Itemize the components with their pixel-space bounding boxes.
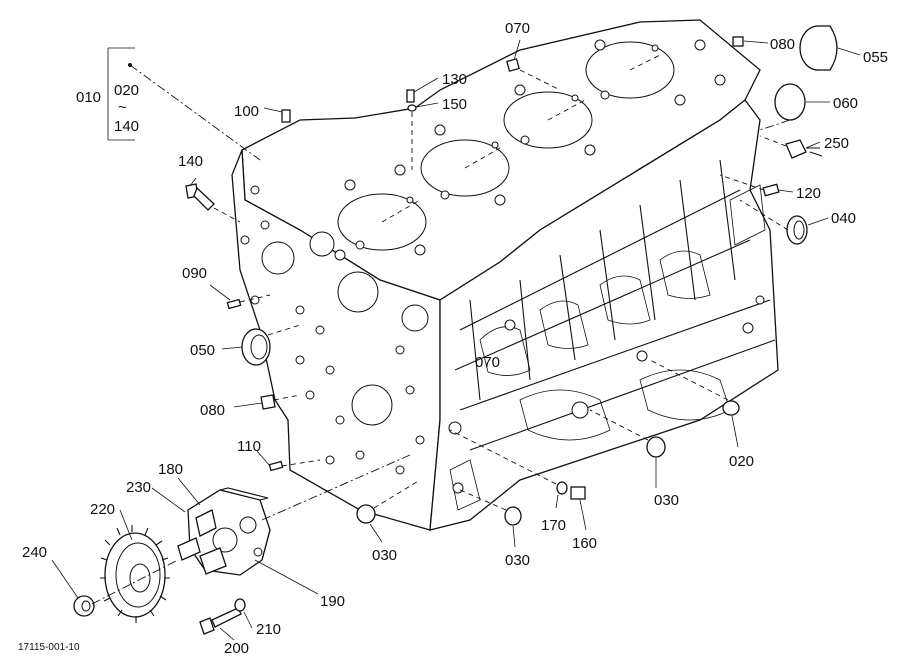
seal-040 (786, 215, 808, 245)
label-200: 200 (224, 640, 249, 657)
label-130: 130 (442, 71, 467, 88)
cap-055 (799, 25, 838, 71)
label-030-mid: 030 (505, 552, 530, 569)
leader-lines (51, 39, 861, 641)
label-150: 150 (442, 96, 467, 113)
label-040: 040 (831, 210, 856, 227)
label-190: 190 (320, 593, 345, 610)
label-055: 055 (863, 49, 888, 66)
plug-070-top (506, 58, 520, 72)
label-220: 220 (90, 501, 115, 518)
bolt-160 (570, 486, 586, 500)
label-240: 240 (22, 544, 47, 561)
washer-210 (234, 598, 246, 612)
gear-220 (100, 525, 170, 623)
label-140: 140 (178, 153, 203, 170)
plug-080-top (732, 36, 744, 47)
label-070-top: 070 (505, 20, 530, 37)
label-020-group: 020 (114, 82, 139, 99)
label-080-top: 080 (770, 36, 795, 53)
plug-030-left (356, 504, 376, 524)
washer-170 (556, 481, 568, 495)
label-210: 210 (256, 621, 281, 638)
shaft-230 (177, 537, 201, 561)
label-020-right: 020 (729, 453, 754, 470)
nut-240 (73, 595, 95, 617)
cylinder-bores (337, 41, 675, 251)
label-120: 120 (796, 185, 821, 202)
label-100: 100 (234, 103, 259, 120)
sensor-250 (785, 139, 823, 159)
pin-110 (268, 460, 284, 472)
plug-130-150 (406, 89, 417, 112)
label-080-left: 080 (200, 402, 225, 419)
pump-assembly-190 (187, 487, 271, 576)
label-090: 090 (182, 265, 207, 282)
label-tilde: ~ (118, 99, 127, 116)
callout-labels: 010 020 ~ 140 100 130 150 070 080 055 06… (18, 20, 888, 657)
bolt-140 (185, 183, 215, 211)
label-140-group: 140 (114, 118, 139, 135)
label-030-left: 030 (372, 547, 397, 564)
seal-050 (241, 328, 271, 366)
label-010: 010 (76, 89, 101, 106)
cylinder-block (231, 19, 779, 531)
plug-030-mid (504, 506, 522, 526)
label-250: 250 (824, 135, 849, 152)
plug-030-right (646, 436, 666, 458)
label-170: 170 (541, 517, 566, 534)
plug-100 (281, 109, 291, 123)
block-holes (240, 39, 765, 494)
pin-090 (226, 298, 242, 310)
label-070-mid: 070 (475, 354, 500, 371)
bolt-200 (199, 607, 242, 635)
label-160: 160 (572, 535, 597, 552)
pin-120 (762, 183, 780, 197)
label-110: 110 (237, 438, 261, 455)
label-030-right: 030 (654, 492, 679, 509)
label-180: 180 (158, 461, 183, 478)
plug-020-right (722, 400, 740, 416)
plug-060 (774, 83, 806, 121)
label-050: 050 (190, 342, 215, 359)
plug-080-left (260, 394, 276, 410)
label-230: 230 (126, 479, 151, 496)
figure-id: 17115-001-10 (18, 642, 80, 653)
label-060: 060 (833, 95, 858, 112)
